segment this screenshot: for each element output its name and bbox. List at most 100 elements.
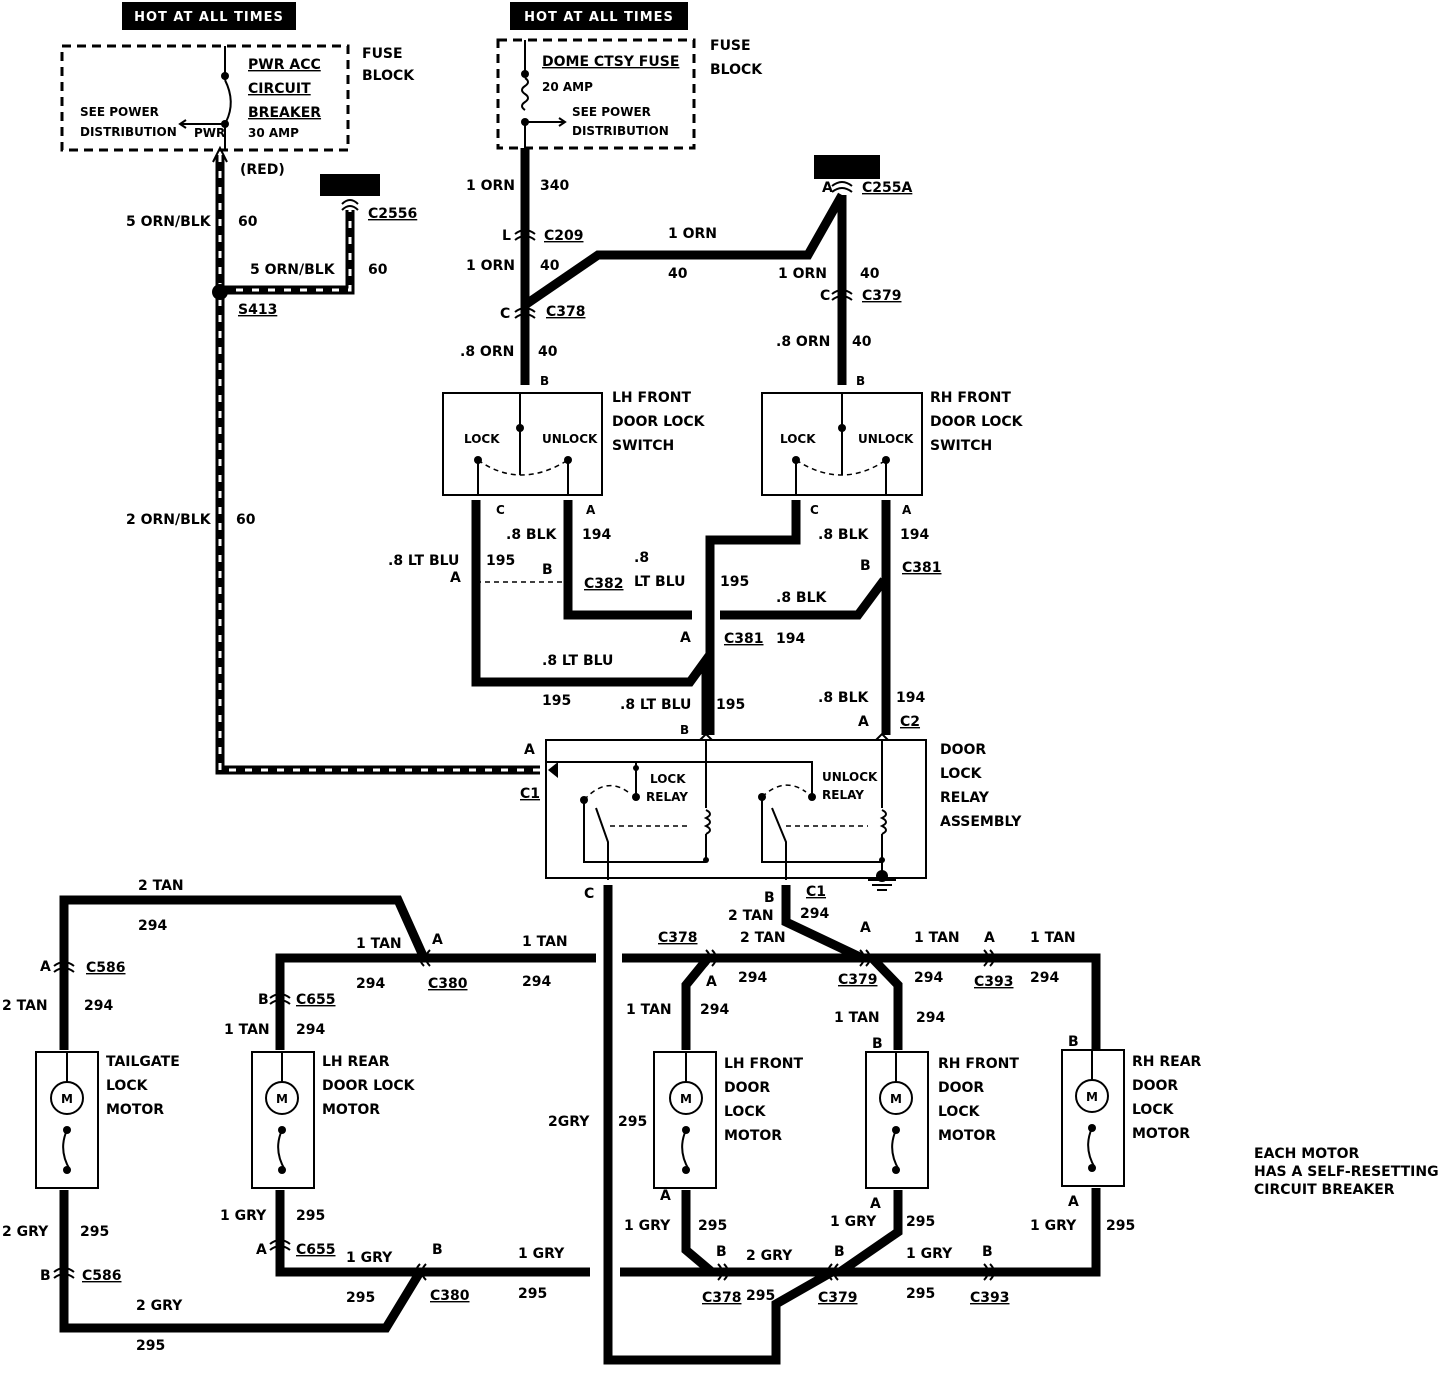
label-8orn-r: .8 ORN bbox=[776, 334, 830, 350]
motor-rhrear-l4: MOTOR bbox=[1132, 1126, 1190, 1142]
label-1gry-a: 1 GRY bbox=[220, 1208, 267, 1224]
label-c586-b: C586 bbox=[82, 1268, 122, 1284]
fb-center-label-1: FUSE bbox=[710, 38, 751, 54]
label-294-d: 294 bbox=[84, 998, 113, 1014]
label-1gry-e: 1 GRY bbox=[830, 1214, 877, 1230]
label-c2556: C2556 bbox=[368, 206, 417, 222]
fb-left-rating: 30 AMP bbox=[248, 126, 299, 140]
label-2tan-top: 2 TAN bbox=[138, 878, 184, 894]
label-295-a: 295 bbox=[618, 1114, 647, 1130]
label-5ob-b: 5 ORN/BLK bbox=[250, 262, 336, 278]
pin-b-393: B bbox=[982, 1244, 993, 1260]
fb-center-label-2: BLOCK bbox=[710, 62, 763, 78]
pin-a-586: A bbox=[40, 959, 51, 975]
motor-rh-rear: M RH REAR DOOR LOCK MOTOR bbox=[1061, 1049, 1202, 1187]
pin-b-378c: B bbox=[716, 1244, 727, 1260]
relay-l4: ASSEMBLY bbox=[940, 814, 1022, 830]
pin-a-381: A bbox=[680, 630, 691, 646]
pin-a-393: A bbox=[984, 930, 995, 946]
label-8blk-b: .8 BLK bbox=[818, 527, 870, 543]
banner-left: HOT AT ALL TIMES bbox=[122, 2, 296, 30]
motor-rh-front: M RH FRONT DOOR LOCK MOTOR bbox=[865, 1051, 1019, 1189]
rh-switch-l2: DOOR LOCK bbox=[930, 414, 1024, 430]
motor-tailgate: M TAILGATE LOCK MOTOR bbox=[35, 1051, 180, 1189]
label-60-b: 60 bbox=[368, 262, 388, 278]
label-295-c: 295 bbox=[296, 1208, 325, 1224]
label-194-c: 194 bbox=[776, 631, 805, 647]
pin-b-382: B bbox=[542, 562, 553, 578]
motor-lhfront-l1: LH FRONT bbox=[724, 1056, 803, 1072]
label-1tan-a: 1 TAN bbox=[356, 936, 402, 952]
pin-c-378: C bbox=[500, 306, 510, 322]
label-1gry-d: 1 GRY bbox=[624, 1218, 671, 1234]
relay-l1: DOOR bbox=[940, 742, 986, 758]
label-294-g: 294 bbox=[738, 970, 767, 986]
motor-lhrear-m: M bbox=[276, 1092, 288, 1106]
label-295-i: 295 bbox=[906, 1214, 935, 1230]
label-194-a: 194 bbox=[582, 527, 611, 543]
relay-unlock: UNLOCK bbox=[822, 770, 878, 784]
label-194-d: 194 bbox=[896, 690, 925, 706]
fb-center-name: DOME CTSY FUSE bbox=[542, 54, 679, 70]
motor-rhrear-l3: LOCK bbox=[1132, 1102, 1175, 1118]
motor-rhfront-l1: RH FRONT bbox=[938, 1056, 1019, 1072]
pin-c-relay: C bbox=[584, 886, 594, 902]
banner-center: HOT AT ALL TIMES bbox=[510, 2, 688, 30]
pin-b-relay: B bbox=[680, 723, 689, 737]
label-c393-a: C393 bbox=[974, 974, 1014, 990]
relay-lock-relay: RELAY bbox=[646, 790, 688, 804]
lh-switch-l2: DOOR LOCK bbox=[612, 414, 706, 430]
pin-a-c2: A bbox=[858, 714, 869, 730]
label-c1-a: C1 bbox=[520, 786, 540, 802]
note-l3: CIRCUIT BREAKER bbox=[1254, 1182, 1395, 1198]
label-60-a: 60 bbox=[238, 214, 258, 230]
label-c381: C381 bbox=[724, 631, 764, 647]
label-8ltblu-a: .8 LT BLU bbox=[388, 553, 459, 569]
motor-tailgate-m: M bbox=[61, 1092, 73, 1106]
label-c586-a: C586 bbox=[86, 960, 126, 976]
label-c255a: C255A bbox=[862, 180, 912, 196]
label-8-b: .8 bbox=[634, 550, 649, 566]
rh-switch-lock: LOCK bbox=[780, 432, 816, 446]
label-195-d: 195 bbox=[716, 697, 745, 713]
motor-rhfront-m: M bbox=[890, 1092, 902, 1106]
fb-left-name-1: PWR ACC bbox=[248, 57, 321, 73]
label-40-b: 40 bbox=[668, 266, 688, 282]
label-1gry-f: 1 GRY bbox=[906, 1246, 953, 1262]
fb-left-label-2: BLOCK bbox=[362, 68, 415, 84]
banner-left-text: HOT AT ALL TIMES bbox=[134, 10, 284, 25]
label-40-a: 40 bbox=[540, 258, 560, 274]
label-294-j: 294 bbox=[700, 1002, 729, 1018]
fb-left-name-3: BREAKER bbox=[248, 105, 321, 121]
label-c380-b: C380 bbox=[430, 1288, 470, 1304]
pin-b-586: B bbox=[40, 1268, 51, 1284]
rh-switch-l1: RH FRONT bbox=[930, 390, 1011, 406]
label-c378-b: C378 bbox=[658, 930, 698, 946]
fb-center-see-1: SEE POWER bbox=[572, 105, 651, 119]
label-8blk-a: .8 BLK bbox=[506, 527, 558, 543]
pin-a-382: A bbox=[450, 570, 461, 586]
label-c209: C209 bbox=[544, 228, 584, 244]
label-2ob: 2 ORN/BLK bbox=[126, 512, 212, 528]
label-195-b: 195 bbox=[720, 574, 749, 590]
motor-rhfront-l3: LOCK bbox=[938, 1104, 981, 1120]
rh-switch-unlock: UNLOCK bbox=[858, 432, 914, 446]
label-2tan-c1: 2 TAN bbox=[728, 908, 774, 924]
fb-center-see-2: DISTRIBUTION bbox=[572, 124, 669, 138]
rh-front-door-lock-switch: LOCK UNLOCK RH FRONT DOOR LOCK SWITCH bbox=[761, 390, 1024, 496]
lh-switch-l3: SWITCH bbox=[612, 438, 674, 454]
label-294-h: 294 bbox=[914, 970, 943, 986]
motor-rhrear-m: M bbox=[1086, 1090, 1098, 1104]
fb-left-name-2: CIRCUIT bbox=[248, 81, 311, 97]
label-294-b: 294 bbox=[356, 976, 385, 992]
note-l1: EACH MOTOR bbox=[1254, 1146, 1360, 1162]
fb-left-see-1: SEE POWER bbox=[80, 105, 159, 119]
label-294-c: 294 bbox=[522, 974, 551, 990]
label-2gry-mid: 2 GRY bbox=[746, 1248, 793, 1264]
label-2gry-bot: 2 GRY bbox=[136, 1298, 183, 1314]
label-c378: C378 bbox=[546, 304, 586, 320]
label-295-e: 295 bbox=[518, 1286, 547, 1302]
label-1tan-f: 1 TAN bbox=[626, 1002, 672, 1018]
lh-switch-unlock: UNLOCK bbox=[542, 432, 598, 446]
pin-a-lhsw: A bbox=[586, 503, 596, 517]
